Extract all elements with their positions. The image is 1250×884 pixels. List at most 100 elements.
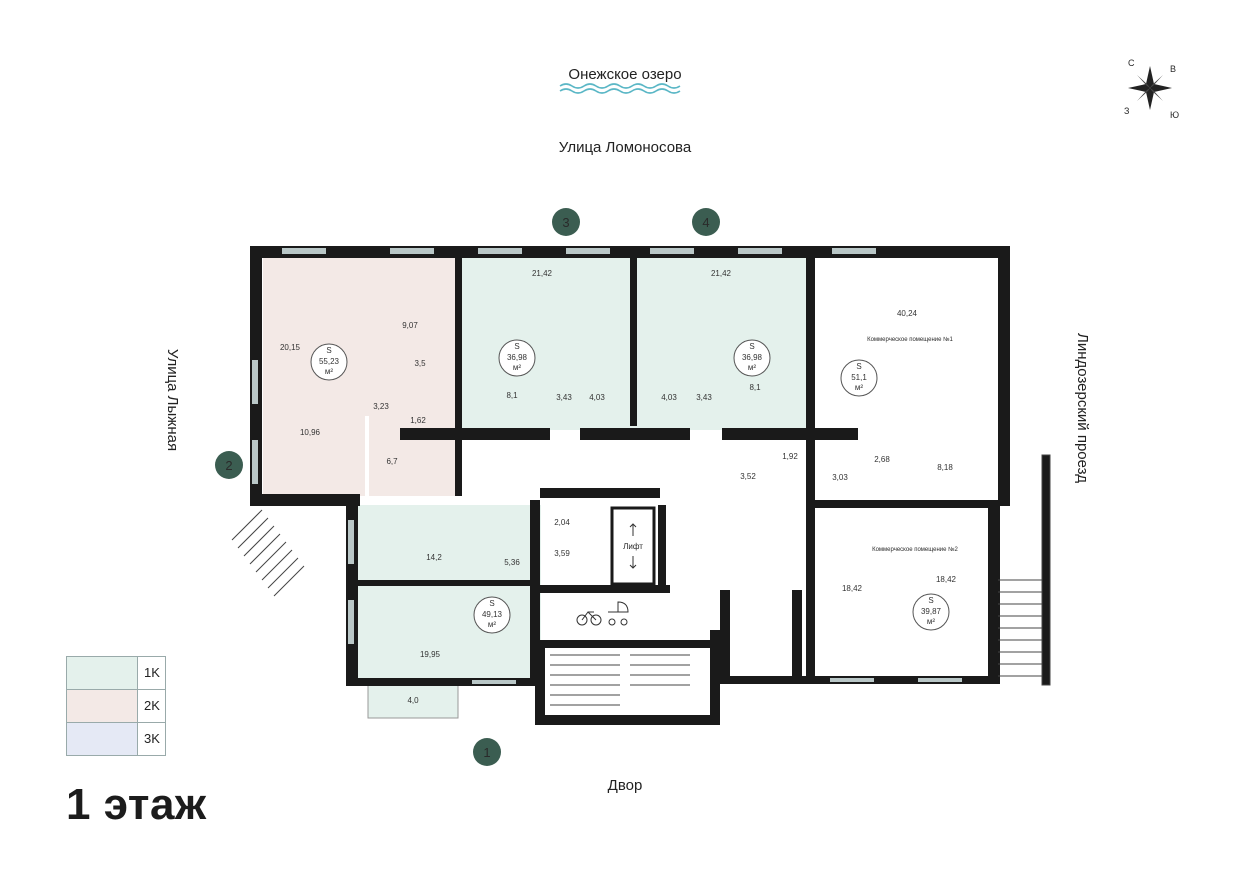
svg-text:м²: м² — [927, 617, 936, 626]
apt-1k-a-fill — [458, 258, 633, 430]
street-south: Двор — [608, 777, 643, 794]
street-east: Линдозерский проезд — [1074, 333, 1091, 483]
svg-text:S: S — [928, 596, 933, 605]
apt-1k-b-fill — [633, 258, 809, 430]
commercial-1-name: Коммерческое помещение №1 — [867, 336, 953, 343]
room-area: 10,96 — [300, 428, 321, 437]
svg-text:4: 4 — [702, 215, 709, 230]
svg-text:1: 1 — [483, 745, 490, 760]
room-area: 3,23 — [373, 402, 389, 411]
room-area: 9,07 — [402, 321, 418, 330]
commercial-2-total-badge: S 39,87 м² — [912, 593, 950, 631]
bicycle-icon — [576, 611, 602, 626]
room-area: 3,43 — [556, 393, 572, 402]
room-area: 14,2 — [426, 553, 442, 562]
lift-shaft — [610, 506, 656, 586]
stairs-east — [998, 454, 1051, 686]
room-area: 4,03 — [661, 393, 677, 402]
entrance-marker-1: 1 — [473, 738, 501, 766]
apt-2k-bedroom-fill — [263, 416, 365, 496]
room-area: 8,1 — [506, 391, 518, 400]
room-area: 1,62 — [410, 416, 426, 425]
room-area: 5,36 — [504, 558, 520, 567]
apt-1k-a-total-badge: S 36,98 м² — [498, 339, 536, 377]
svg-text:м²: м² — [748, 363, 757, 372]
legend: 1K 2K 3K — [66, 656, 166, 756]
room-area: 19,95 — [420, 650, 441, 659]
svg-text:39,87: 39,87 — [921, 607, 942, 616]
svg-text:м²: м² — [325, 367, 334, 376]
stairs-core — [550, 654, 690, 706]
compass-n: С — [1128, 58, 1135, 68]
commercial-2-name: Коммерческое помещение №2 — [872, 546, 958, 553]
floor-title: 1 этаж — [66, 780, 207, 829]
compass-s: Ю — [1170, 110, 1179, 120]
entrance-marker-3: 3 — [552, 208, 580, 236]
svg-text:м²: м² — [513, 363, 522, 372]
legend-label: 3K — [144, 731, 160, 746]
entrance-marker-4: 4 — [692, 208, 720, 236]
room-area: 21,42 — [711, 269, 732, 278]
legend-swatch — [67, 723, 138, 755]
room-area: 3,59 — [554, 549, 570, 558]
legend-item-3k: 3K — [66, 722, 166, 756]
street-north: Улица Ломоносова — [559, 139, 692, 156]
room-area: 3,03 — [832, 473, 848, 482]
svg-text:51,1: 51,1 — [851, 373, 867, 382]
svg-text:3: 3 — [562, 215, 569, 230]
legend-label: 2K — [144, 698, 160, 713]
compass-e: В — [1170, 64, 1176, 74]
room-area: 18,42 — [842, 584, 863, 593]
stairs-west — [231, 509, 305, 597]
apt-2k-total-badge: S 55,23 м² — [310, 343, 348, 381]
lift-arrows-icon — [629, 523, 637, 569]
room-area: 20,15 — [280, 343, 301, 352]
svg-text:S: S — [326, 346, 331, 355]
legend-swatch — [67, 657, 138, 689]
svg-text:36,98: 36,98 — [742, 353, 763, 362]
room-area: 1,92 — [782, 452, 798, 461]
legend-item-1k: 1K — [66, 656, 166, 690]
apt-2k-hall-fill — [369, 258, 455, 496]
entrance-marker-2: 2 — [215, 451, 243, 479]
room-area: 6,7 — [386, 457, 398, 466]
svg-text:55,23: 55,23 — [319, 357, 340, 366]
svg-text:м²: м² — [488, 620, 497, 629]
room-area: 40,24 — [897, 309, 918, 318]
svg-text:м²: м² — [855, 383, 864, 392]
room-area: 21,42 — [532, 269, 553, 278]
room-area: 4,0 — [407, 696, 419, 705]
legend-swatch — [67, 690, 138, 722]
lake-label: Онежское озеро — [568, 66, 681, 83]
lift-label: Лифт — [623, 542, 643, 551]
room-area: 3,43 — [696, 393, 712, 402]
svg-text:S: S — [856, 362, 861, 371]
room-area: 8,1 — [749, 383, 761, 392]
stroller-icon — [608, 601, 629, 626]
walls — [250, 246, 1010, 725]
room-area: 2,68 — [874, 455, 890, 464]
svg-text:S: S — [749, 342, 754, 351]
room-area: 3,5 — [414, 359, 426, 368]
apt-1k-b-total-badge: S 36,98 м² — [733, 339, 771, 377]
balcony-fill — [367, 681, 459, 719]
apt-2k-living-fill — [263, 258, 369, 416]
svg-text:49,13: 49,13 — [482, 610, 503, 619]
svg-text:S: S — [489, 599, 494, 608]
room-area: 3,52 — [740, 472, 756, 481]
lake-wave-icon — [559, 83, 681, 89]
compass-w: З — [1124, 106, 1129, 116]
apt-1k-c-total-badge: S 49,13 м² — [473, 596, 511, 634]
svg-text:S: S — [514, 342, 519, 351]
compass-rose-icon: С В Ю З — [1124, 58, 1179, 120]
apt-1k-c-top-fill — [358, 505, 541, 585]
commercial-1-total-badge: S 51,1 м² — [840, 359, 878, 397]
apt-1k-c-fill — [358, 585, 541, 680]
room-area: 18,42 — [936, 575, 957, 584]
room-area: 8,18 — [937, 463, 953, 472]
room-area: 4,03 — [589, 393, 605, 402]
svg-text:36,98: 36,98 — [507, 353, 528, 362]
windows — [252, 248, 962, 684]
street-west: Улица Лыжная — [164, 349, 181, 451]
